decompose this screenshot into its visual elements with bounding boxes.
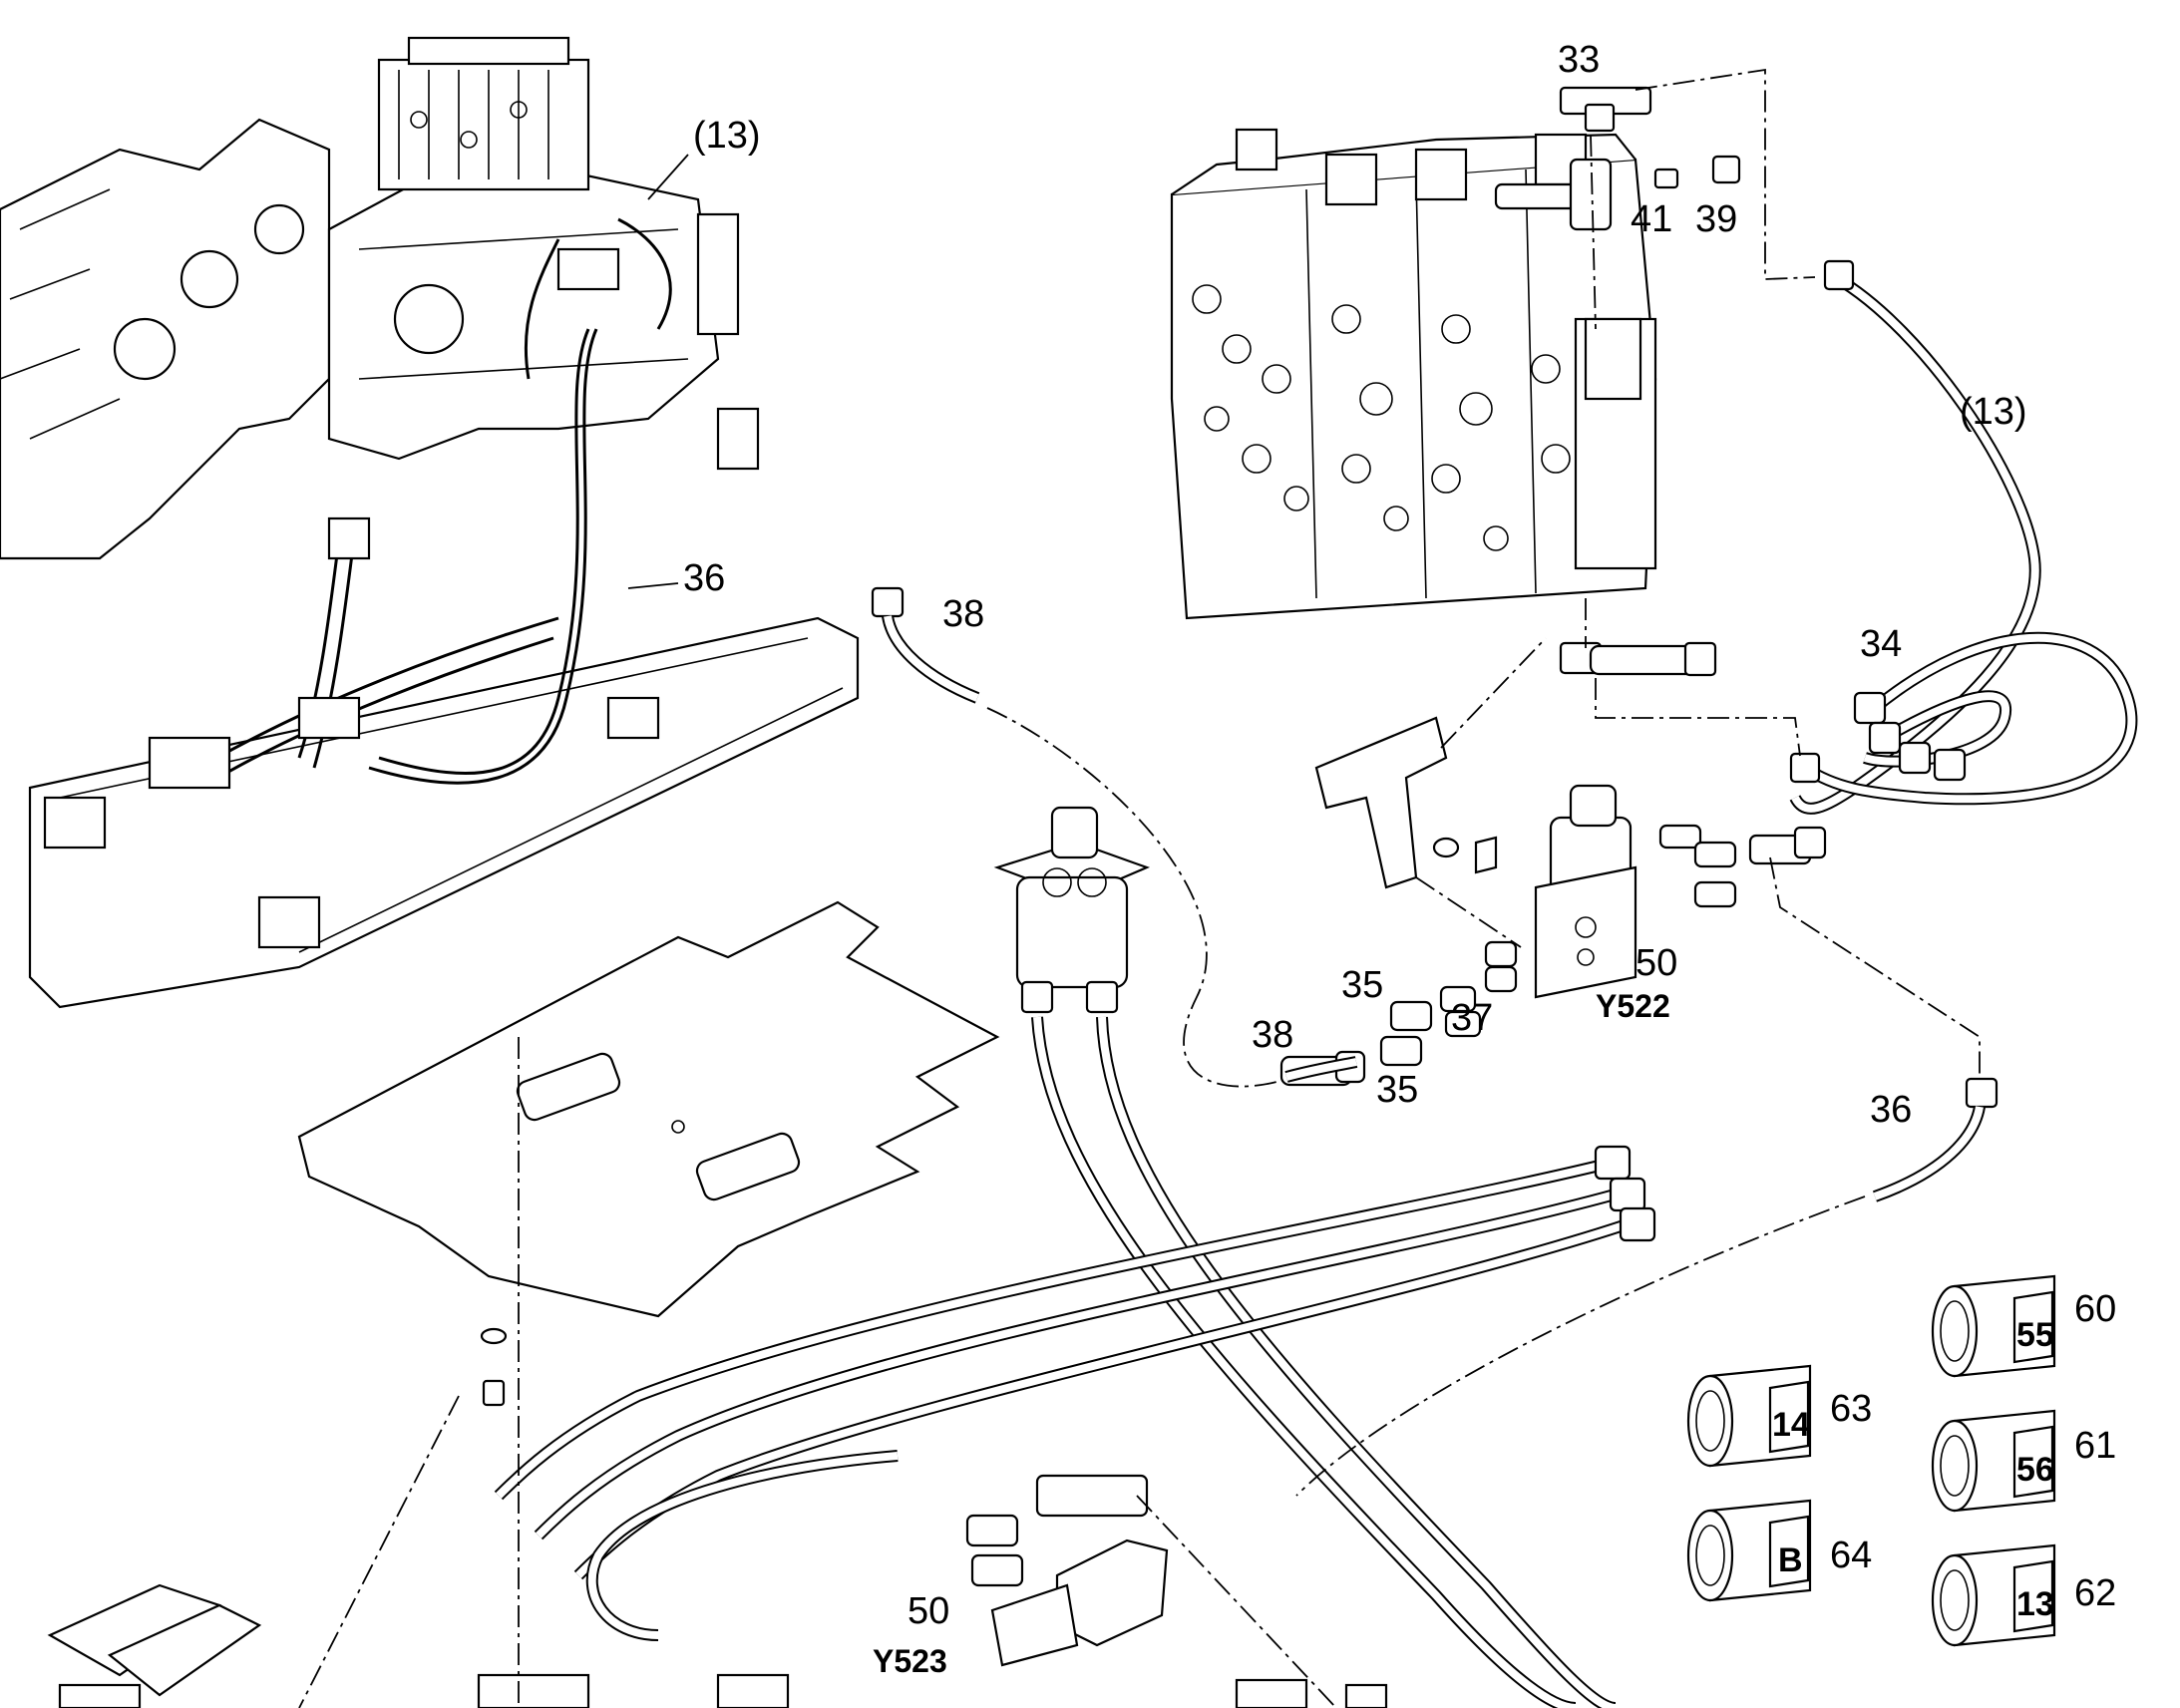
callout-13-right: (13) <box>1960 391 2027 433</box>
lower-tee-fitting <box>1559 641 1717 677</box>
callout-36-left: 36 <box>683 557 725 599</box>
badge-55: 55 <box>1931 1274 2056 1378</box>
callout-13-top: (13) <box>693 115 761 157</box>
tee-fitting-33 <box>1494 86 1741 231</box>
callout-34: 34 <box>1860 623 1902 665</box>
badge-14: 14 <box>1686 1364 1812 1468</box>
badge-55-label: 55 <box>2016 1316 2054 1354</box>
solenoid-valve-y523 <box>965 1474 1169 1667</box>
callout-38-bottom: 38 <box>1252 1014 1293 1056</box>
fittings-right-of-valve <box>1658 824 1827 908</box>
callout-39: 39 <box>1695 198 1737 240</box>
control-valve-small <box>377 36 620 291</box>
mounting-bracket <box>1314 716 1498 889</box>
callout-y522: Y522 <box>1596 988 1670 1024</box>
callout-63: 63 <box>1830 1388 1872 1430</box>
leader-lines <box>298 68 1981 1708</box>
callout-y523: Y523 <box>873 1643 947 1679</box>
callout-labels: (13) (13) 33 41 39 36 38 34 35 35 37 50 … <box>683 39 2116 1679</box>
hose-36-right <box>1872 1077 1998 1202</box>
bolt-washer <box>480 1327 508 1407</box>
badge-b-label: B <box>1778 1541 1803 1579</box>
solenoid-valve-y522 <box>1534 784 1637 999</box>
badge-13: 13 <box>1931 1543 2056 1647</box>
base-tray <box>28 616 860 1009</box>
callout-62: 62 <box>2074 1572 2116 1614</box>
callout-50-bottom: 50 <box>908 1590 949 1632</box>
badge-56: 56 <box>1931 1409 2056 1513</box>
badge-13-label: 13 <box>2016 1585 2054 1623</box>
pedal-pilot-valve <box>993 806 1151 1014</box>
badge-14-label: 14 <box>1772 1406 1810 1444</box>
travel-pedals <box>47 1583 262 1708</box>
floor-plate <box>297 900 1000 1318</box>
frame-hose-bundle <box>148 217 672 790</box>
badge-b: B <box>1686 1499 1812 1602</box>
callout-50-top: 50 <box>1635 942 1677 984</box>
callout-64: 64 <box>1830 1535 1872 1576</box>
callout-61: 61 <box>2074 1425 2116 1467</box>
valve-port-circles <box>1192 284 1571 551</box>
callout-41: 41 <box>1631 198 1672 240</box>
long-hoses <box>494 1016 1656 1708</box>
hose-38-top <box>871 586 980 704</box>
callout-37: 37 <box>1451 997 1493 1039</box>
hoses-34 <box>1789 631 2138 806</box>
bottom-fittings <box>477 1673 1388 1708</box>
hose-13-right <box>1789 259 2041 815</box>
callout-35-a: 35 <box>1341 964 1383 1006</box>
main-control-valve <box>1170 128 1657 620</box>
callout-60: 60 <box>2074 1288 2116 1330</box>
callout-35-b: 35 <box>1376 1069 1418 1111</box>
machine-frame <box>0 118 760 560</box>
callout-33: 33 <box>1558 39 1600 81</box>
callout-38-top: 38 <box>942 593 984 635</box>
callout-36-right: 36 <box>1870 1089 1912 1131</box>
badge-56-label: 56 <box>2016 1451 2054 1489</box>
hose-38-bottom <box>1284 1056 1358 1083</box>
